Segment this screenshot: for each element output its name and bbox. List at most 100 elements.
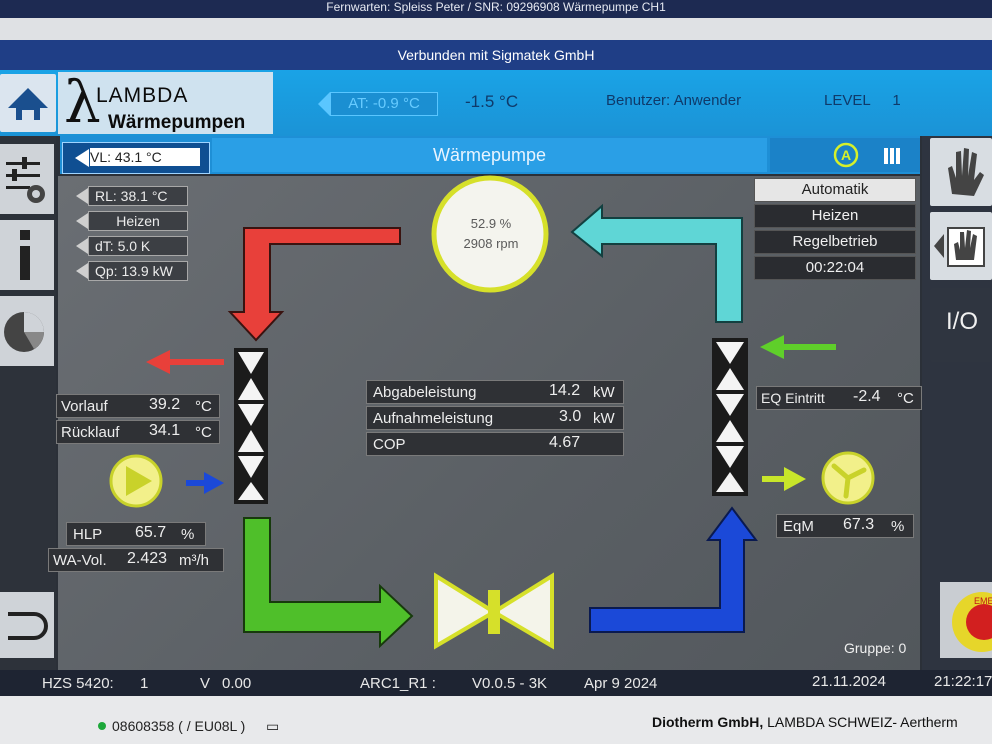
settings-button[interactable] bbox=[0, 144, 54, 214]
source-inlet-row: EQ Eintritt -2.4 °C bbox=[756, 386, 922, 410]
mode-icons: A bbox=[770, 138, 920, 172]
external-temperature: -1.5 °C bbox=[465, 92, 519, 111]
statistics-button[interactable] bbox=[0, 296, 54, 366]
flow-temp-unit: °C bbox=[195, 398, 212, 415]
input-power-value: 3.0 bbox=[559, 408, 582, 425]
output-power-value: 14.2 bbox=[549, 382, 581, 399]
operating-mode-select[interactable]: Automatik bbox=[754, 178, 916, 202]
connection-status-bar: Verbunden mit Sigmatek GmbH bbox=[0, 40, 992, 70]
remote-status-bar: 08608358 ( / EU08L ) ▭ Diotherm GmbH, LA… bbox=[0, 696, 992, 744]
auto-mode-icon[interactable]: A bbox=[833, 142, 859, 168]
hlp-row: HLP 65.7 % bbox=[66, 522, 206, 546]
source-fan-icon[interactable] bbox=[821, 451, 875, 505]
cop-label: COP bbox=[373, 436, 406, 453]
level-value: 1 bbox=[892, 92, 901, 109]
device-value: 1 bbox=[140, 675, 149, 692]
home-button[interactable] bbox=[0, 74, 56, 132]
remote-window-title: Fernwarten: Spleiss Peter / SNR: 0929690… bbox=[0, 0, 992, 18]
radiator-icon[interactable] bbox=[884, 148, 900, 164]
hlp-unit: % bbox=[181, 526, 195, 543]
delta-t-tag: dT: 5.0 K bbox=[88, 236, 188, 256]
company-info: Diotherm GmbH, LAMBDA SCHWEIZ- Aertherm bbox=[652, 714, 958, 730]
vl-temperature: VL: 43.1 °C bbox=[90, 148, 200, 166]
condenser-icon bbox=[234, 348, 268, 504]
io-button[interactable]: I/O bbox=[930, 288, 992, 362]
hand-icon bbox=[948, 148, 984, 196]
output-power-unit: kW bbox=[593, 384, 615, 401]
arrow-left-icon bbox=[75, 149, 89, 167]
company-details: LAMBDA SCHWEIZ- Aertherm bbox=[763, 714, 958, 730]
input-power-label: Aufnahmeleistung bbox=[373, 410, 494, 427]
compressor-percent: 52.9 % bbox=[470, 216, 512, 231]
build-date: Apr 9 2024 bbox=[584, 675, 658, 692]
manual-override-button[interactable] bbox=[930, 212, 992, 280]
fan-speed-label: EqM bbox=[783, 518, 814, 535]
company-name: Diotherm GmbH, bbox=[652, 714, 764, 730]
remote-toolbar bbox=[0, 18, 992, 40]
blue-expansion-arrow bbox=[589, 506, 758, 633]
flow-temp-value: 39.2 bbox=[149, 396, 181, 413]
status-footer: HZS 5420: 1 V 0.00 ARC1_R1 : V0.0.5 - 3K… bbox=[0, 670, 992, 696]
left-status-arrows bbox=[76, 188, 88, 279]
user-label: Benutzer: bbox=[606, 92, 671, 109]
cop-value: 4.67 bbox=[549, 434, 581, 451]
return-temp-label: Rücklauf bbox=[61, 424, 120, 441]
heating-mode-tag: Heizen bbox=[88, 211, 188, 231]
control-state: Regelbetrieb bbox=[754, 230, 916, 254]
input-power-unit: kW bbox=[593, 410, 615, 427]
output-power-label: Abgabeleistung bbox=[373, 384, 477, 401]
arc-label: ARC1_R1 : bbox=[360, 675, 436, 692]
fan-speed-row: EqM 67.3 % bbox=[776, 514, 914, 538]
water-volume-row: WA-Vol. 2.423 m³/h bbox=[48, 548, 224, 572]
flow-temp-row: Vorlauf 39.2 °C bbox=[56, 394, 220, 418]
green-liquid-arrow bbox=[243, 517, 414, 649]
monitor-icon[interactable]: ▭ bbox=[266, 718, 280, 734]
logo-brand-subtitle: Wärmepumpen bbox=[108, 112, 246, 133]
water-volume-label: WA-Vol. bbox=[53, 552, 107, 569]
source-inlet-unit: °C bbox=[897, 390, 914, 407]
logo-background bbox=[58, 72, 273, 134]
return-temp-unit: °C bbox=[195, 424, 212, 441]
pie-chart-icon bbox=[4, 312, 44, 352]
heating-in-arrow-icon bbox=[186, 472, 224, 494]
connection-id: 08608358 ( / EU08L ) bbox=[112, 718, 246, 734]
compressor-rpm: 2908 rpm bbox=[463, 236, 519, 251]
voltage-label: V bbox=[200, 675, 211, 692]
evaporator-icon bbox=[712, 338, 748, 496]
return-temp-row: Rücklauf 34.1 °C bbox=[56, 420, 220, 444]
flow-temp-label: Vorlauf bbox=[61, 398, 108, 415]
page-title: Wärmepumpe bbox=[212, 138, 767, 172]
expansion-valve-icon[interactable] bbox=[434, 572, 554, 650]
fan-speed-unit: % bbox=[891, 518, 905, 535]
at-arrow-icon bbox=[318, 92, 330, 116]
fan-speed-value: 67.3 bbox=[843, 516, 875, 533]
group-indicator: Gruppe: 0 bbox=[844, 640, 907, 656]
manual-hand-button[interactable] bbox=[930, 138, 992, 206]
settings-sliders-icon bbox=[6, 157, 45, 203]
level-info: LEVEL 1 bbox=[824, 92, 901, 109]
return-temp-value: 34.1 bbox=[149, 422, 181, 439]
software-version: V0.0.5 - 3K bbox=[472, 675, 548, 692]
home-icon bbox=[8, 88, 48, 120]
rl-temperature: RL: 38.1 °C bbox=[88, 186, 188, 206]
heating-pump-icon[interactable] bbox=[109, 454, 163, 508]
back-button[interactable] bbox=[0, 592, 54, 658]
compressor-icon[interactable] bbox=[431, 175, 549, 293]
outdoor-temp-badge[interactable]: AT: -0.9 °C bbox=[330, 92, 438, 116]
svg-text:A: A bbox=[841, 147, 851, 163]
online-dot-icon bbox=[98, 722, 106, 730]
output-power-row: Abgabeleistung 14.2 kW bbox=[366, 380, 624, 404]
emergency-stop-button[interactable]: EMERGENCY STOP bbox=[940, 582, 992, 658]
hand-back-icon bbox=[934, 227, 985, 267]
io-label: I/O bbox=[946, 308, 979, 335]
cop-row: COP 4.67 bbox=[366, 432, 624, 456]
info-icon bbox=[20, 230, 30, 280]
hlp-value: 65.7 bbox=[135, 524, 167, 541]
water-volume-value: 2.423 bbox=[127, 550, 168, 567]
lambda-logo-icon: λ bbox=[64, 68, 101, 136]
source-inlet-value: -2.4 bbox=[853, 388, 881, 405]
info-button[interactable] bbox=[0, 220, 54, 290]
runtime-timer: 00:22:04 bbox=[754, 256, 916, 280]
user-info[interactable]: Benutzer: Anwender bbox=[606, 92, 741, 109]
emergency-label: EMERGENCY STOP bbox=[974, 596, 992, 606]
